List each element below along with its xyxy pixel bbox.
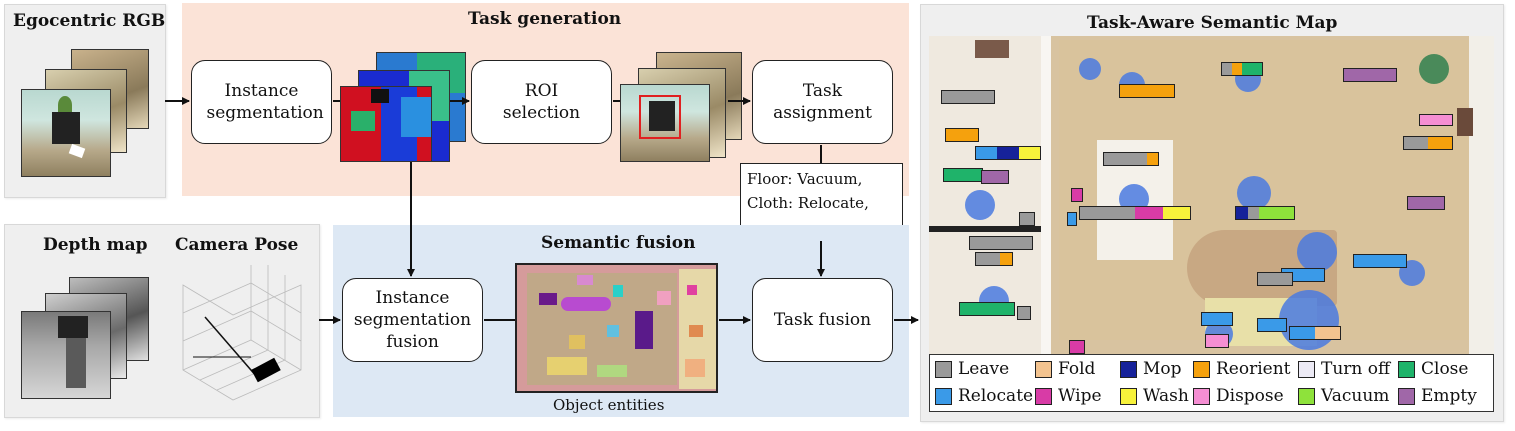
legend-item-mop: Mop (1120, 359, 1182, 379)
legend-swatch (1193, 360, 1210, 378)
rgb-plant (58, 96, 72, 114)
legend-item-relocate: Relocate (935, 386, 1033, 406)
rgb-cloth (68, 143, 86, 159)
camera-body-icon (251, 357, 281, 383)
legend-label: Vacuum (1321, 386, 1390, 406)
legend-swatch (935, 360, 952, 378)
roi-frame-front (620, 84, 710, 162)
legend-label: Dispose (1216, 386, 1284, 406)
task-fusion-node: Task fusion (752, 278, 893, 362)
legend-label: Wash (1143, 386, 1189, 406)
legend-item-fold: Fold (1035, 359, 1095, 379)
camera-pose-title: Camera Pose (175, 235, 299, 255)
egocentric-rgb-panel: Egocentric RGB (4, 4, 166, 198)
instance-segmentation-label: Instance segmentation (206, 81, 324, 123)
semantic-map-title: Task-Aware Semantic Map (1087, 13, 1338, 33)
roi-selection-node: ROI selection (471, 60, 612, 144)
legend-swatch (1120, 387, 1137, 405)
legend-item-turn-off: Turn off (1298, 359, 1390, 379)
roi-selection-label: ROI selection (502, 81, 581, 123)
roi-object (649, 101, 675, 131)
camera-trajectory (204, 316, 258, 378)
legend-label: Wipe (1058, 386, 1102, 406)
depth-frame-front (21, 311, 111, 399)
object-entities-map (515, 263, 718, 393)
legend-item-vacuum: Vacuum (1298, 386, 1389, 406)
legend-item-dispose: Dispose (1193, 386, 1284, 406)
legend-swatch (1298, 387, 1315, 405)
legend-item-empty: Empty (1398, 386, 1477, 406)
legend-label: Empty (1421, 386, 1477, 406)
legend-swatch (1035, 387, 1052, 405)
legend-item-leave: Leave (935, 359, 1009, 379)
semantic-fusion-title: Semantic fusion (541, 233, 696, 253)
legend-swatch (1120, 360, 1137, 378)
legend-swatch (935, 387, 952, 405)
legend-label: Turn off (1321, 359, 1391, 379)
legend-label: Leave (958, 359, 1010, 379)
legend-label: Close (1421, 359, 1469, 379)
legend-swatch (1193, 387, 1210, 405)
rgb-frame-front (21, 89, 111, 177)
instance-segmentation-fusion-label: Instance segmentation fusion (353, 288, 472, 352)
object-entities-label: Object entities (553, 396, 665, 414)
seg-mask-front (340, 86, 432, 162)
egocentric-rgb-title: Egocentric RGB (13, 11, 166, 31)
semantic-map-view (929, 36, 1494, 354)
legend-item-reorient: Reorient (1193, 359, 1291, 379)
legend-item-wipe: Wipe (1035, 386, 1102, 406)
legend-swatch (1298, 360, 1315, 378)
legend-label: Mop (1143, 359, 1182, 379)
instance-segmentation-node: Instance segmentation (191, 60, 332, 144)
task-assignment-label: Task assignment (773, 81, 872, 123)
camera-pose-plot (182, 265, 302, 401)
legend-item-close: Close (1398, 359, 1468, 379)
legend-swatch (1398, 387, 1415, 405)
legend-label: Fold (1058, 359, 1096, 379)
roi-box (639, 95, 681, 139)
legend-label: Reorient (1216, 359, 1291, 379)
task-fusion-label: Task fusion (773, 310, 872, 330)
rgb-cabinet (52, 112, 80, 144)
task-assignment-node: Task assignment (752, 60, 893, 144)
legend-item-wash: Wash (1120, 386, 1189, 406)
depth-map-title: Depth map (43, 235, 148, 255)
legend-swatch (1398, 360, 1415, 378)
task-generation-title: Task generation (468, 9, 622, 29)
legend-swatch (1035, 360, 1052, 378)
instance-segmentation-fusion-node: Instance segmentation fusion (342, 278, 483, 362)
legend-label: Relocate (958, 386, 1034, 406)
depth-pose-panel: Depth map Camera Pose (4, 224, 320, 418)
